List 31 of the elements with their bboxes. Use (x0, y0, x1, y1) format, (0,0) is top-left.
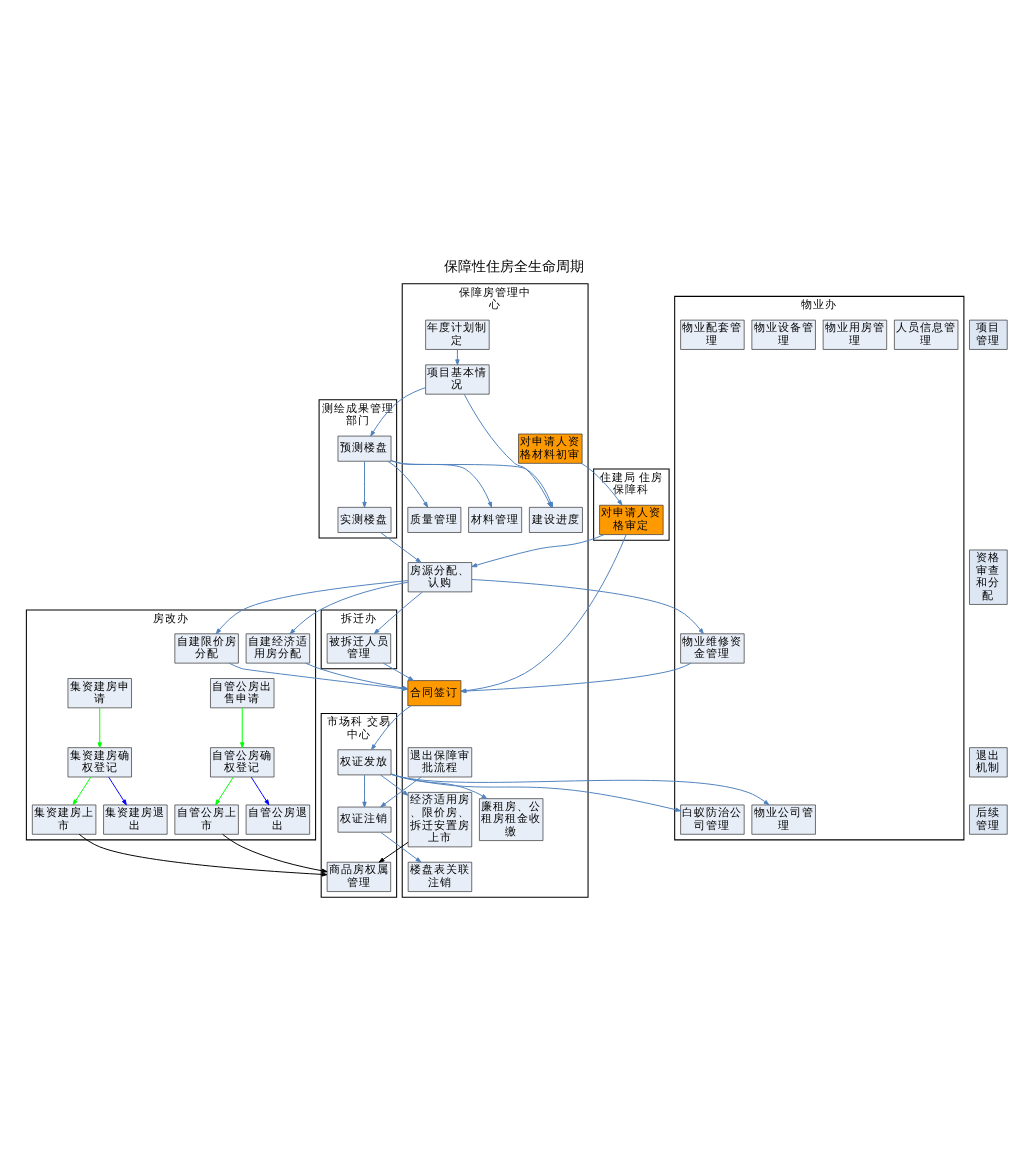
arrow (389, 459, 491, 507)
arrow (377, 840, 408, 862)
arrow (386, 459, 428, 507)
arrow (379, 773, 408, 795)
arrow (379, 775, 421, 807)
arrow (389, 772, 680, 811)
arrow (288, 580, 408, 634)
arrow (227, 661, 408, 690)
arrow (214, 775, 233, 805)
arrow (214, 579, 408, 634)
arrow (454, 348, 459, 365)
arrow (239, 706, 244, 748)
arrow (470, 578, 703, 634)
arrow (381, 661, 413, 680)
arrow (304, 661, 408, 690)
arrow (389, 772, 769, 805)
arrow (370, 704, 411, 750)
arrow (71, 775, 91, 805)
arrow (389, 772, 487, 799)
arrow (361, 773, 366, 807)
arrow (249, 775, 269, 805)
arrow (96, 706, 101, 748)
arrow (221, 832, 327, 872)
arrow (379, 531, 421, 562)
arrow (372, 590, 422, 634)
arrow (369, 386, 426, 436)
arrow (77, 832, 327, 876)
arrow (379, 830, 421, 862)
arrow (470, 533, 604, 567)
arrow (361, 460, 366, 507)
arrow (107, 775, 126, 805)
